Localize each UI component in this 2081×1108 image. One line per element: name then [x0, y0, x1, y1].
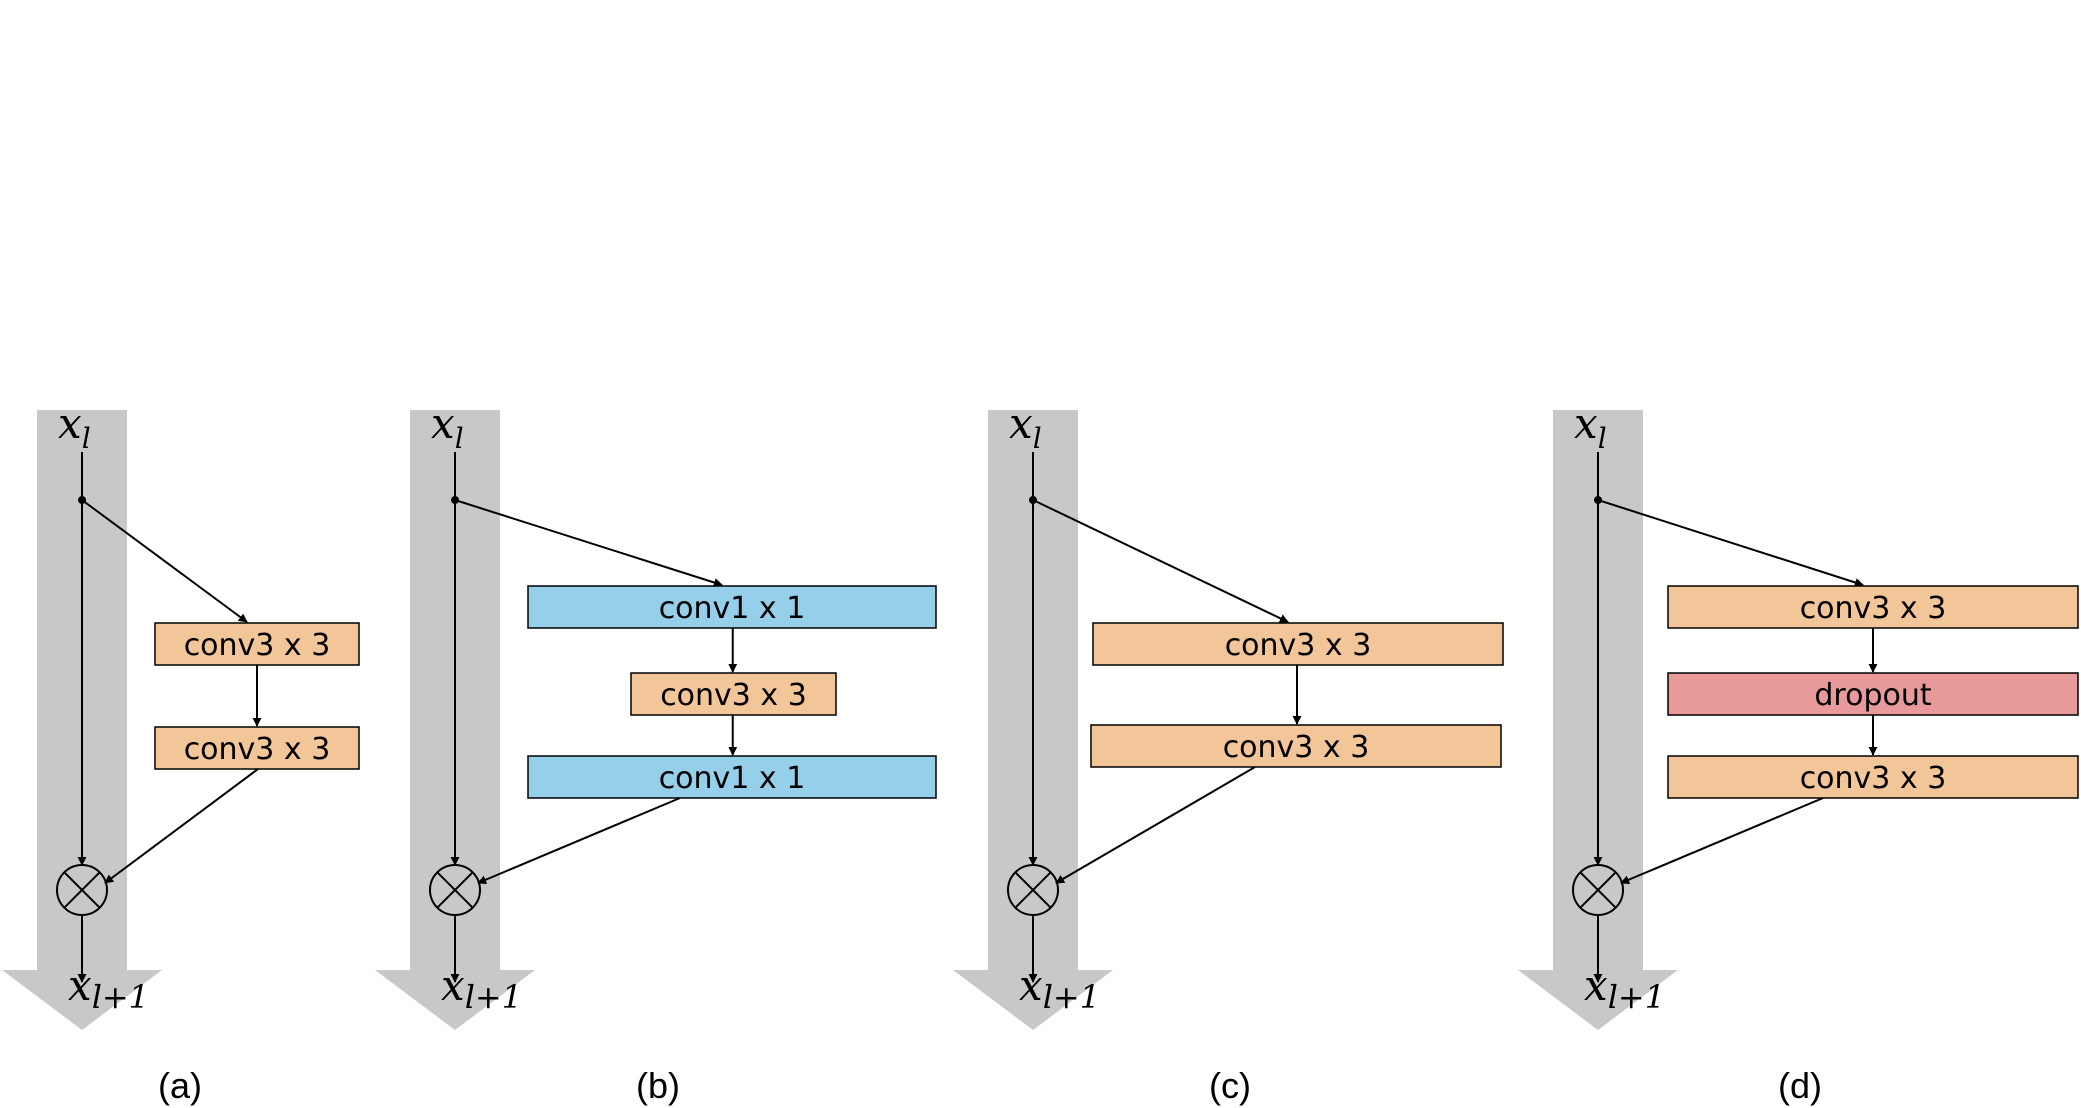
input-label-subscript: l [455, 422, 464, 455]
panel-caption: (c) [1209, 1065, 1251, 1106]
layer-block-conv1x1: conv1 x 1 [527, 755, 937, 799]
input-label: xl [431, 399, 464, 455]
layer-block-conv3x3: conv3 x 3 [1667, 585, 2079, 629]
output-label-subscript: l+1 [1608, 978, 1665, 1016]
layer-block-conv1x1: conv1 x 1 [527, 585, 937, 629]
layer-block-box [1667, 672, 2079, 716]
panel-caption: (d) [1778, 1065, 1822, 1106]
merge-arrow [104, 768, 259, 884]
layer-block-conv3x3: conv3 x 3 [630, 672, 837, 716]
output-label: xl+1 [68, 961, 149, 1016]
merge-arrow [1620, 797, 1824, 885]
input-label: xl [58, 399, 91, 455]
layer-block-box [1090, 724, 1502, 768]
layer-block-label: conv3 x 3 [1225, 628, 1372, 663]
layer-block-conv3x3: conv3 x 3 [154, 726, 360, 770]
layer-block-box [1667, 755, 2079, 799]
layer-block-box [154, 622, 360, 666]
panel-caption: (b) [636, 1065, 680, 1106]
layer-block-box [1092, 622, 1504, 666]
output-label-base: x [68, 961, 92, 1010]
panel-caption: (a) [158, 1065, 202, 1106]
layer-block-label: conv3 x 3 [1223, 730, 1370, 765]
output-label-subscript: l+1 [92, 978, 149, 1016]
merge-arrow [477, 797, 681, 885]
input-label-base: x [431, 399, 455, 448]
layer-block-label: conv3 x 3 [660, 678, 807, 713]
layer-block-label: conv3 x 3 [1800, 591, 1947, 626]
layer-block-box [1667, 585, 2079, 629]
layer-block-label: conv3 x 3 [1800, 761, 1947, 796]
output-label: xl+1 [1019, 961, 1100, 1016]
input-label-base: x [58, 399, 82, 448]
layer-block-box [154, 726, 360, 770]
output-label-base: x [1019, 961, 1043, 1010]
merge-arrow [1055, 766, 1256, 884]
residual-branch-arrow [454, 499, 723, 587]
layer-block-label: conv3 x 3 [184, 628, 331, 663]
layer-block-label: conv1 x 1 [659, 761, 806, 796]
layer-block-label: conv1 x 1 [659, 591, 806, 626]
layer-block-conv3x3: conv3 x 3 [154, 622, 360, 666]
output-label: xl+1 [441, 961, 522, 1016]
output-label-base: x [1584, 961, 1608, 1010]
output-label-subscript: l+1 [1043, 978, 1100, 1016]
layer-block-dropout: dropout [1667, 672, 2079, 716]
input-label-subscript: l [1598, 422, 1607, 455]
input-label-base: x [1009, 399, 1033, 448]
input-label-base: x [1574, 399, 1598, 448]
residual-branch-arrow [1597, 499, 1864, 587]
layer-block-label: dropout [1814, 678, 1931, 713]
residual-branch-arrow [81, 499, 248, 623]
input-label: xl [1574, 399, 1607, 455]
layer-block-conv3x3: conv3 x 3 [1092, 622, 1504, 666]
layer-block-conv3x3: conv3 x 3 [1090, 724, 1502, 768]
output-label: xl+1 [1584, 961, 1665, 1016]
layer-block-label: conv3 x 3 [184, 732, 331, 767]
layer-block-conv3x3: conv3 x 3 [1667, 755, 2079, 799]
input-label-subscript: l [1033, 422, 1042, 455]
output-label-base: x [441, 961, 465, 1010]
layer-block-box [527, 585, 937, 629]
output-label-subscript: l+1 [465, 978, 522, 1016]
input-label: xl [1009, 399, 1042, 455]
input-label-subscript: l [82, 422, 91, 455]
layer-block-box [527, 755, 937, 799]
residual-branch-arrow [1032, 499, 1289, 623]
layer-block-box [630, 672, 837, 716]
